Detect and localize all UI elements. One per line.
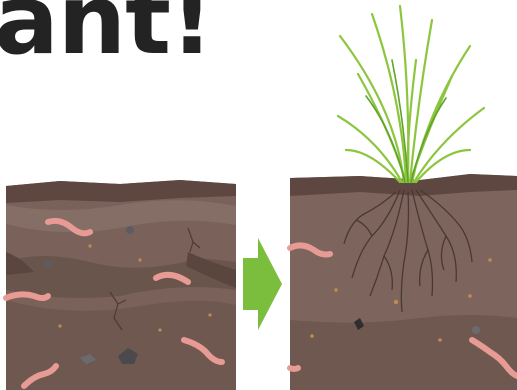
worm-icon: [290, 368, 298, 369]
stone-icon: [472, 326, 480, 334]
stone-icon: [44, 261, 52, 269]
soil-panel-after: [290, 174, 517, 390]
grass-tuft-icon: [338, 6, 484, 182]
soil-panel-before: [6, 180, 236, 390]
stone-icon: [126, 226, 134, 234]
arrow-right-icon: [243, 238, 282, 330]
